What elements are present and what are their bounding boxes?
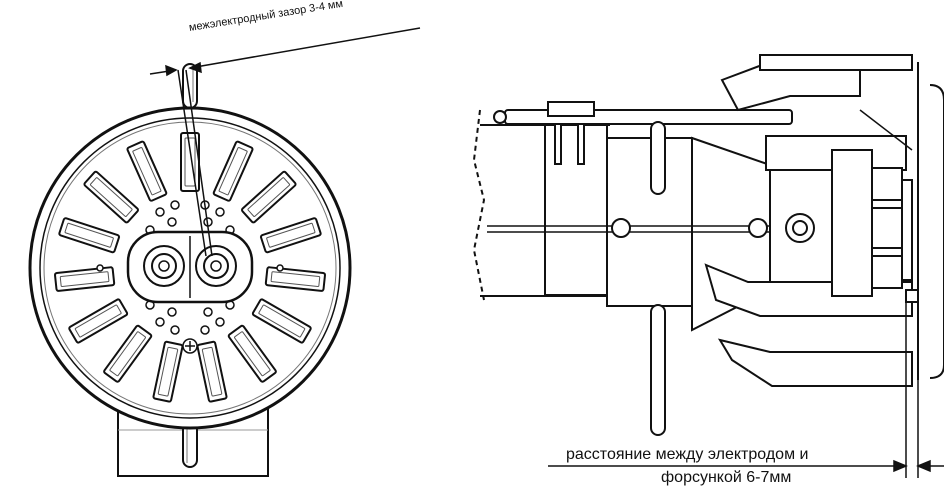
electrode-nozzle-distance-label-line2: форсункой 6-7мм bbox=[661, 469, 792, 486]
side-view bbox=[472, 54, 944, 436]
electrode-nozzle-distance-label-line1: расстояние между электродом и bbox=[566, 446, 809, 463]
distance-dimension bbox=[548, 302, 944, 478]
gap-dimension bbox=[149, 27, 421, 77]
front-view bbox=[28, 63, 352, 477]
